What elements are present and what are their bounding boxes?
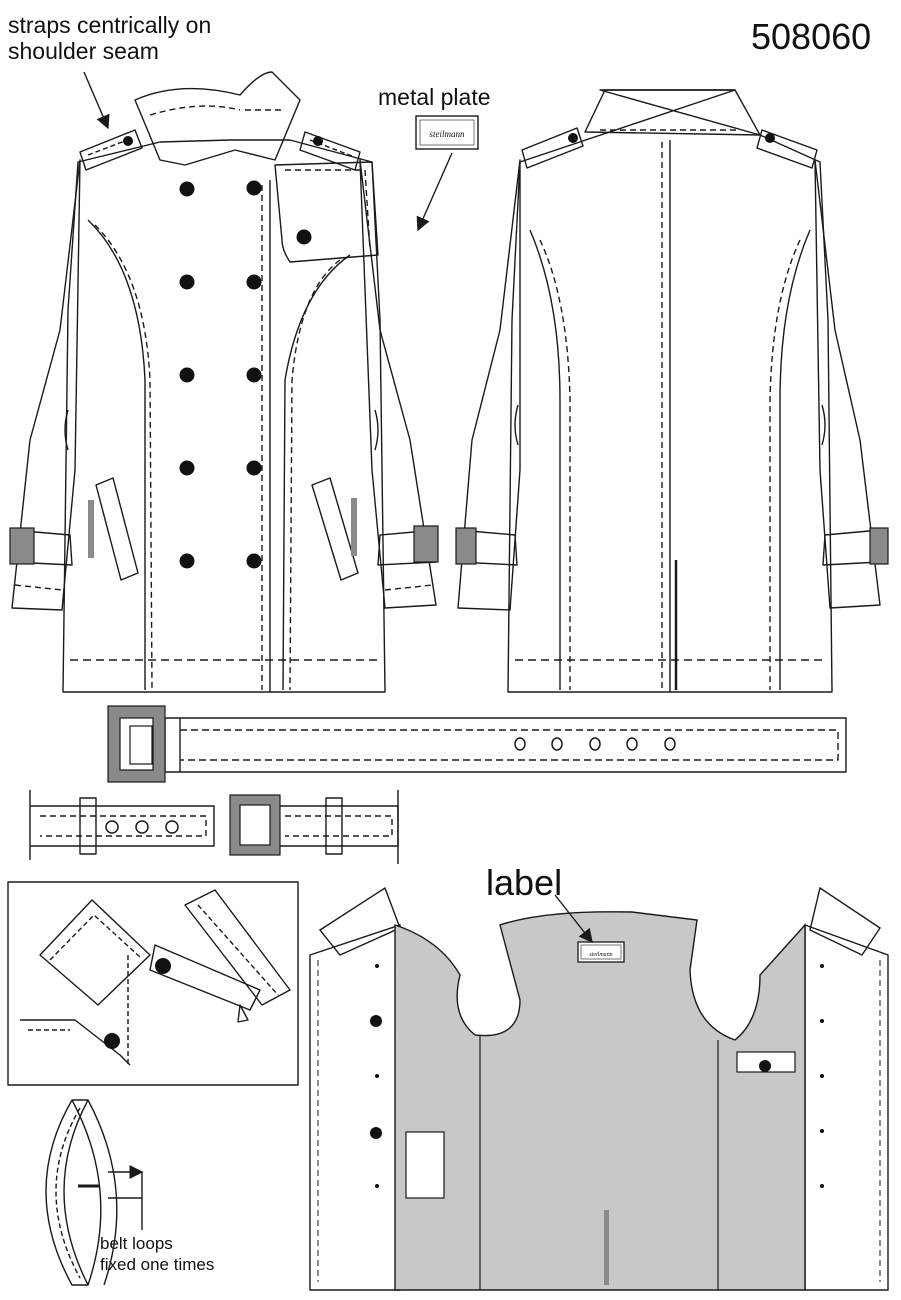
epaulette-left: [79, 129, 143, 171]
buttons: [104, 133, 824, 1188]
belt-loops-annotation-1: belt loops: [100, 1234, 173, 1253]
belt-short-right: [278, 790, 399, 864]
hardware-group: [9, 498, 889, 856]
belt-eyelets: [105, 737, 676, 834]
belt-short-left: [29, 790, 215, 860]
belt-long: [160, 717, 847, 773]
straps-annotation: straps centrically on shoulder seam: [8, 12, 212, 65]
pointer-arrows: [83, 71, 593, 944]
label-annotation: label: [486, 862, 563, 903]
style-number: 508060: [751, 16, 872, 57]
detail-box-shoulder: [7, 881, 299, 1086]
epaulette-right: [299, 131, 361, 171]
inside-label: [577, 941, 625, 963]
metal-plate-annotation: metal plate: [378, 84, 491, 110]
belt-loop-illustration: [45, 1099, 144, 1286]
coat-front-view: [11, 71, 437, 693]
coat-inside-view: [309, 886, 889, 1291]
belt-loops-annotation-2: fixed one times: [100, 1255, 215, 1274]
coat-back-view: [457, 89, 881, 693]
inside-label-brand: steilmann: [589, 952, 612, 958]
metal-plate-brand: steilmann: [430, 129, 465, 139]
metal-plate: [415, 115, 479, 150]
